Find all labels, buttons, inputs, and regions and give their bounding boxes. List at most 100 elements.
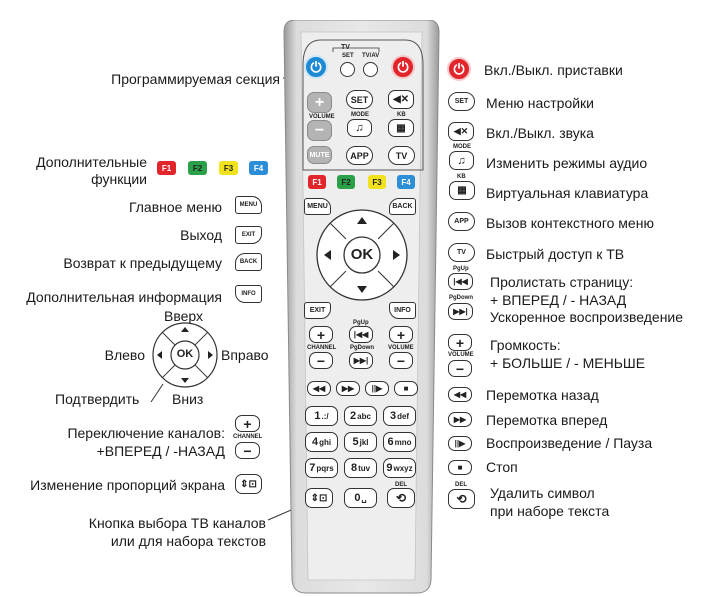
legend-power-icon: ⏻ [447,57,471,81]
volume-label-1: Громкость: [490,337,561,353]
num-key-0[interactable]: 0␣ [344,488,377,508]
keyboard-icon[interactable]: ▦ [388,119,414,137]
rewind-icon[interactable]: ◀◀ [307,381,331,396]
delete-icon[interactable]: ⟲ [387,488,415,508]
letters-5: jkl [359,437,369,447]
legend-back-key: BACK [235,253,262,271]
channels-label-1: Переключение каналов: [67,425,225,441]
pgup-label: PgUp [353,320,369,326]
legend-channel-down: − [235,442,260,459]
volume-down-lower-button[interactable]: − [389,352,413,369]
legend-delete-icon: ⟲ [448,489,475,509]
f2-button[interactable]: F2 [337,175,355,189]
channel-up-button[interactable]: + [309,326,333,343]
num-key-1[interactable]: 1.:/ [305,406,338,426]
mode-label: MODE [351,112,369,118]
tvav-label: TV/AV [362,53,380,59]
info-button[interactable]: INFO [389,302,416,319]
page-label-2: + ВПЕРЕД / - НАЗАД [490,292,627,308]
audio-modes-label: Изменить режимы аудио [486,155,648,171]
mute-icon[interactable]: ◀✕ [388,90,414,109]
legend-play-pause-icon: ||▶ [448,436,472,451]
setup-menu-label: Меню настройки [486,95,594,111]
right-direction-label: Вправо [221,347,269,363]
digit-7: 7 [309,462,316,474]
tv-button[interactable]: TV [388,146,415,165]
volume-lower-label: VOLUME [388,345,414,351]
ok-button[interactable]: OK [350,246,374,263]
channel-down-button[interactable]: − [309,352,333,369]
set-top-label: SET [342,53,354,59]
aspect-ratio-icon[interactable]: ⇕⊡ [305,488,333,508]
tvav-button[interactable] [363,62,378,77]
app-button[interactable]: APP [346,146,373,165]
digit-8: 8 [350,462,358,474]
play-pause-icon[interactable]: ||▶ [365,381,389,396]
stop-label: Стоп [486,459,518,475]
legend-tv-key: TV [448,243,475,262]
back-button[interactable]: BACK [389,198,416,215]
digit-4: 4 [311,436,319,448]
remote-control: TV SET TV/AV ⏻ ⏻ + VOLUME − MUTE SET ◀✕ … [281,20,442,594]
stop-icon[interactable]: ■ [394,381,418,396]
aspect-label: Изменение пропорций экрана [30,477,225,493]
legend-volume-down: − [448,360,472,377]
kb-label: KB [397,112,406,118]
legend-stop-icon: ■ [448,460,472,475]
nav-diagram [152,322,218,388]
letters-6: mno [394,437,412,447]
f3-button[interactable]: F3 [368,175,386,189]
legend-keyboard-icon: ▦ [449,181,475,200]
set-button[interactable]: SET [346,90,373,109]
mute-label: Вкл./Выкл. звука [486,125,594,141]
legend-rewind-icon: ◀◀ [448,387,472,402]
exit-button[interactable]: EXIT [304,302,331,319]
legend-channel-label: CHANNEL [233,434,263,440]
page-label-1: Пролистать страницу: [490,274,634,290]
delete-label-1: Удалить символ [490,485,595,501]
f4-button[interactable]: F4 [397,175,415,189]
volume-down-button[interactable]: − [307,120,332,141]
nav-diagram-ok: OK [176,348,194,360]
digit-0: 0 [354,492,361,504]
f1-button[interactable]: F1 [308,175,326,189]
exit-label: Выход [180,227,222,243]
letters-4: ghi [319,437,332,447]
legend-del-label: DEL [455,482,467,488]
nav-ring[interactable] [281,198,442,318]
channels-label-2: +ВПЕРЕД / -НАЗАД [96,443,225,459]
menu-button[interactable]: MENU [304,198,331,215]
channel-label: CHANNEL [307,345,337,351]
volume-up-button[interactable]: + [307,92,332,113]
mute-button[interactable]: MUTE [307,146,332,164]
power-tv-button[interactable]: ⏻ [304,55,328,79]
tv-quick-label: Быстрый доступ к ТВ [486,246,625,262]
letters-9: wxyz [393,463,413,473]
pgdown-icon[interactable]: ▶▶| [349,352,373,369]
up-label: Вверх [164,308,204,324]
space-glyph: ␣ [361,493,367,503]
set-tv-button[interactable] [340,62,355,77]
digit-6: 6 [387,436,394,448]
fast-play-label: Ускоренное воспроизведение [490,309,684,325]
digit-3: 3 [389,410,397,422]
volume-up-lower-button[interactable]: + [389,326,413,343]
pgup-icon[interactable]: |◀◀ [349,326,373,343]
digit-5: 5 [352,436,359,448]
music-mode-icon[interactable]: ♫ [347,119,372,137]
legend-exit-key: EXIT [235,226,262,244]
legend-mute-icon: ◀✕ [448,122,474,141]
fast-forward-icon[interactable]: ▶▶ [336,381,360,396]
legend-menu-key: MENU [235,196,262,214]
power-button[interactable]: ⏻ [391,55,415,79]
context-menu-label: Вызов контекстного меню [486,215,654,231]
pgdown-label: PgDown [350,345,374,351]
